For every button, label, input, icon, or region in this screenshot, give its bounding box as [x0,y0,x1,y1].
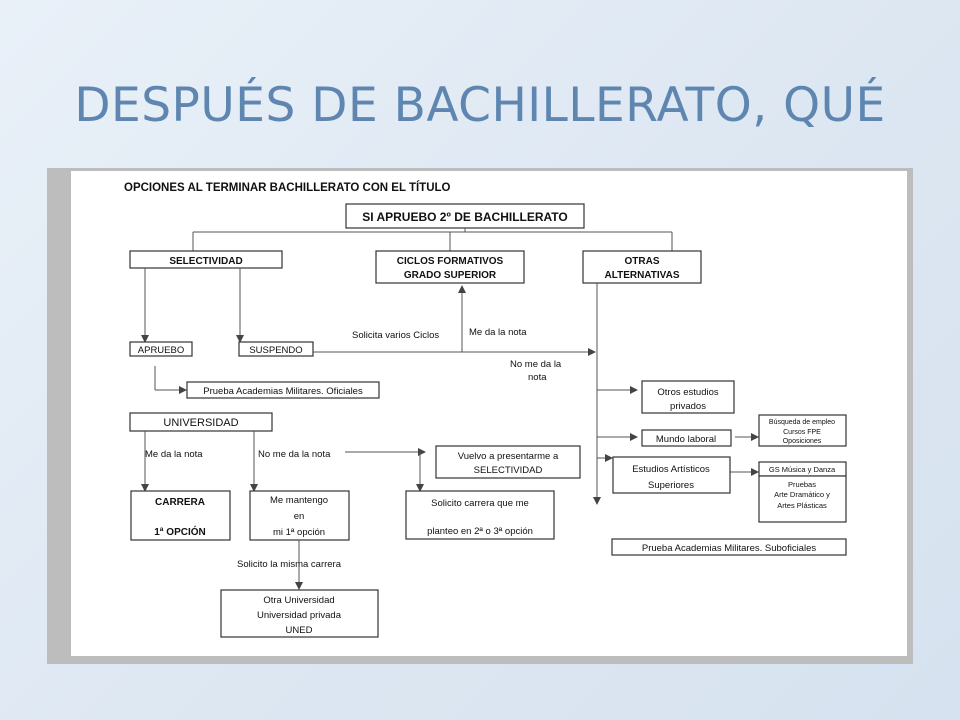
selectividad-label: SELECTIVIDAD [169,256,242,267]
busqueda-line3: Oposiciones [783,438,822,445]
academias-suboficiales-label: Prueba Academias Militares. Suboficiales [642,543,817,554]
root-connectors [192,228,673,251]
pruebas-line1: Pruebas [788,480,816,489]
universidad-box [129,412,273,432]
busqueda-line1: Búsqueda de empleo [769,419,835,426]
root-label: SI APRUEBO 2º DE BACHILLERATO [362,210,568,224]
root-box [345,203,585,229]
universidad-label: UNIVERSIDAD [163,417,238,429]
solicito-carrera-box [405,490,555,540]
otros-estudios-box [641,380,735,414]
selectividad-arrows [141,268,244,343]
busqueda-line2: Cursos FPE [783,429,821,436]
vuelvo-line2: SELECTIVIDAD [474,465,543,476]
otra-universidad-line1: Otra Universidad [263,595,334,606]
academias-oficiales-box [186,381,380,399]
solicito-carrera-line1: Solicito carrera que me [431,498,529,509]
apruebo-label: APRUEBO [138,345,184,356]
me-mantengo-line1: Me mantengo [270,495,328,506]
suspendo-box [238,341,314,357]
me-mantengo-box [249,490,350,541]
ciclos-label-line1: CICLOS FORMATIVOS [397,256,504,267]
busqueda-box [758,414,847,447]
suspendo-label: SUSPENDO [249,345,302,356]
otras-box [582,250,702,284]
otros-estudios-line1: Otros estudios [657,387,718,398]
pruebas-line3: Artes Plásticas [777,501,827,510]
otras-connectors [593,283,759,505]
pruebas-line2: Arte Dramático y [774,490,830,499]
otra-universidad-line2: Universidad privada [257,610,342,621]
gs-musica-label: GS Música y Danza [769,465,836,474]
no-me-da-nota-2-label: No me da la nota [258,449,331,460]
otras-label-line2: ALTERNATIVAS [605,270,680,281]
estudios-artisticos-line2: Superiores [648,480,694,491]
vuelvo-box [435,445,581,479]
academias-suboficiales-box [611,538,847,556]
universidad-connectors [141,431,426,492]
no-me-da-nota-1-line1: No me da la [510,359,562,370]
academias-oficiales-label: Prueba Academias Militares. Oficiales [203,386,363,397]
otra-universidad-box [220,589,379,638]
mundo-laboral-label: Mundo laboral [656,434,716,445]
pruebas-box [758,475,847,523]
ciclos-label-line2: GRADO SUPERIOR [404,270,497,281]
vuelvo-line1: Vuelvo a presentarme a [458,451,559,462]
slide-title: DESPUÉS DE BACHILLERATO, QUÉ [74,78,886,133]
apruebo-connectors [154,366,187,394]
otras-label-line1: OTRAS [625,256,660,267]
me-mantengo-line2: en [294,511,305,522]
me-mantengo-line3: mi 1ª opción [273,527,325,538]
solicito-misma-label: Solicito la misma carrera [237,559,342,570]
suspendo-connectors [313,285,596,356]
carrera-label-line1: CARRERA [155,497,205,508]
solicito-carrera-line2: planteo en 2ª o 3ª opción [427,526,533,537]
estudios-artisticos-line1: Estudios Artísticos [632,464,710,475]
carrera-box [130,490,231,541]
me-da-nota-1-label: Me da la nota [469,327,527,338]
apruebo-box [129,341,193,357]
solicita-ciclos-label: Solicita varios Ciclos [352,330,439,341]
selectividad-box [129,250,283,269]
ciclos-box [375,250,525,284]
carrera-label-line2: 1ª OPCIÓN [154,525,206,538]
no-me-da-nota-1-line2: nota [528,372,547,383]
otros-estudios-line2: privados [670,401,706,412]
estudios-artisticos-box [612,456,731,494]
me-da-nota-2-label: Me da la nota [145,449,203,460]
otra-universidad-line3: UNED [286,625,313,636]
mundo-laboral-box [641,429,732,447]
diagram-heading: OPCIONES AL TERMINAR BACHILLERATO CON EL… [124,181,451,194]
